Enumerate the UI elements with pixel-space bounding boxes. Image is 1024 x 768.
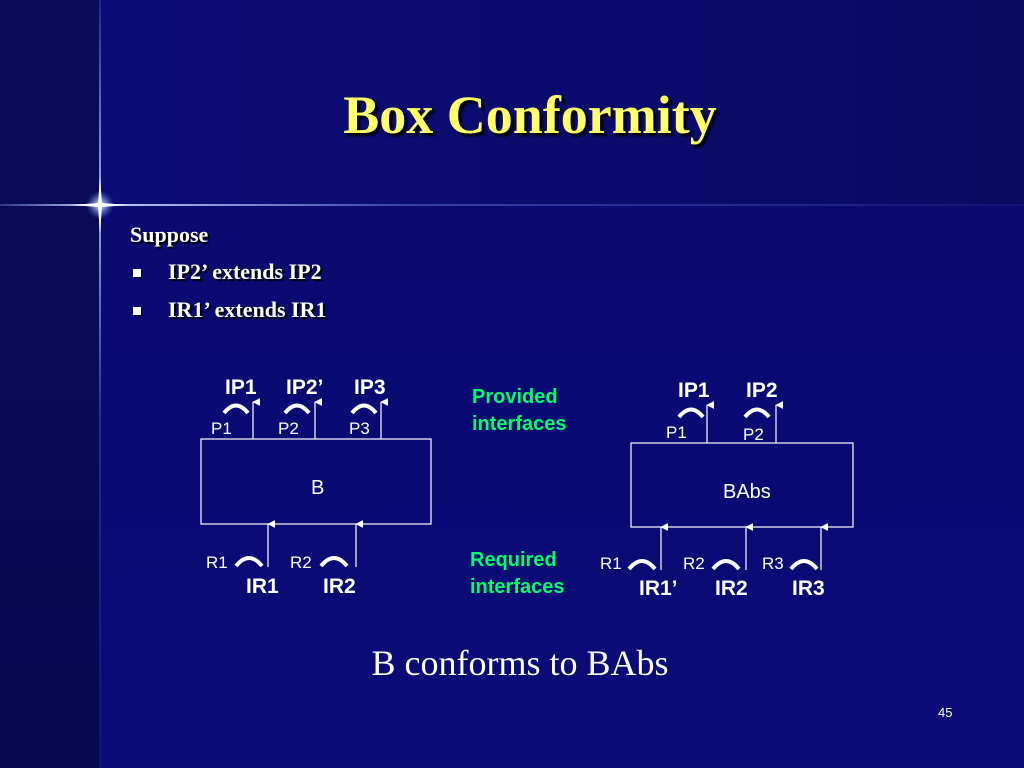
b-required-port-1: R1 (206, 553, 228, 572)
babs-required-interface-3: IR3 (792, 577, 825, 600)
conclusion-text: B conforms to BAbs (371, 643, 669, 683)
box-babs-label: BAbs (723, 481, 771, 503)
legend-required-line1: Required (470, 549, 557, 571)
b-required-socket-2-icon (319, 556, 349, 568)
babs-provided-socket-2-icon (743, 407, 771, 419)
b-required-socket-1-icon (234, 556, 264, 568)
box-babs (630, 442, 854, 528)
babs-required-port-1: R1 (600, 554, 622, 573)
b-required-interface-1: IR1 (246, 575, 279, 598)
babs-required-interface-1: IR1’ (639, 577, 678, 600)
b-required-interface-2: IR2 (323, 575, 356, 598)
bullet-marker-1 (133, 269, 141, 277)
b-provided-port-3: P3 (349, 419, 370, 438)
bullet-marker-2 (133, 307, 141, 315)
babs-required-socket-3-icon (789, 559, 819, 571)
vertical-accent-line (99, 0, 101, 768)
page-number: 45 (938, 705, 953, 720)
babs-provided-socket-1-icon (677, 407, 705, 419)
bullet-item-2: IR1’ extends IR1 (168, 297, 327, 322)
b-provided-interface-3: IP3 (354, 376, 386, 399)
babs-provided-interface-1: IP1 (678, 379, 710, 402)
babs-required-port-3: R3 (762, 554, 784, 573)
babs-provided-port-2: P2 (743, 425, 764, 444)
sparkle-icon (72, 177, 128, 233)
b-required-port-2: R2 (290, 553, 312, 572)
legend-required-line2: interfaces (470, 576, 565, 598)
b-provided-port-2: P2 (278, 419, 299, 438)
box-b-label: B (311, 477, 324, 499)
slide-title: Box Conformity (343, 85, 717, 145)
babs-provided-interface-2: IP2 (746, 379, 778, 402)
box-b (200, 438, 432, 525)
babs-required-socket-1-icon (627, 559, 657, 571)
b-provided-socket-2-icon (283, 403, 311, 415)
babs-required-interface-2: IR2 (715, 577, 748, 600)
bullet-item-1: IP2’ extends IP2 (168, 259, 322, 284)
babs-required-port-2: R2 (683, 554, 705, 573)
b-provided-interface-1: IP1 (225, 376, 257, 399)
legend-provided-line2: interfaces (472, 413, 567, 435)
legend-provided-line1: Provided (472, 386, 558, 408)
intro-text: Suppose (130, 222, 209, 247)
top-band (100, 0, 1024, 205)
b-provided-socket-3-icon (350, 403, 378, 415)
b-provided-interface-2: IP2’ (286, 376, 323, 399)
b-provided-port-1: P1 (211, 419, 232, 438)
horizontal-accent-line (0, 204, 1024, 206)
left-band (0, 0, 100, 768)
b-provided-socket-1-icon (222, 403, 250, 415)
babs-required-socket-2-icon (711, 559, 741, 571)
babs-provided-port-1: P1 (666, 423, 687, 442)
